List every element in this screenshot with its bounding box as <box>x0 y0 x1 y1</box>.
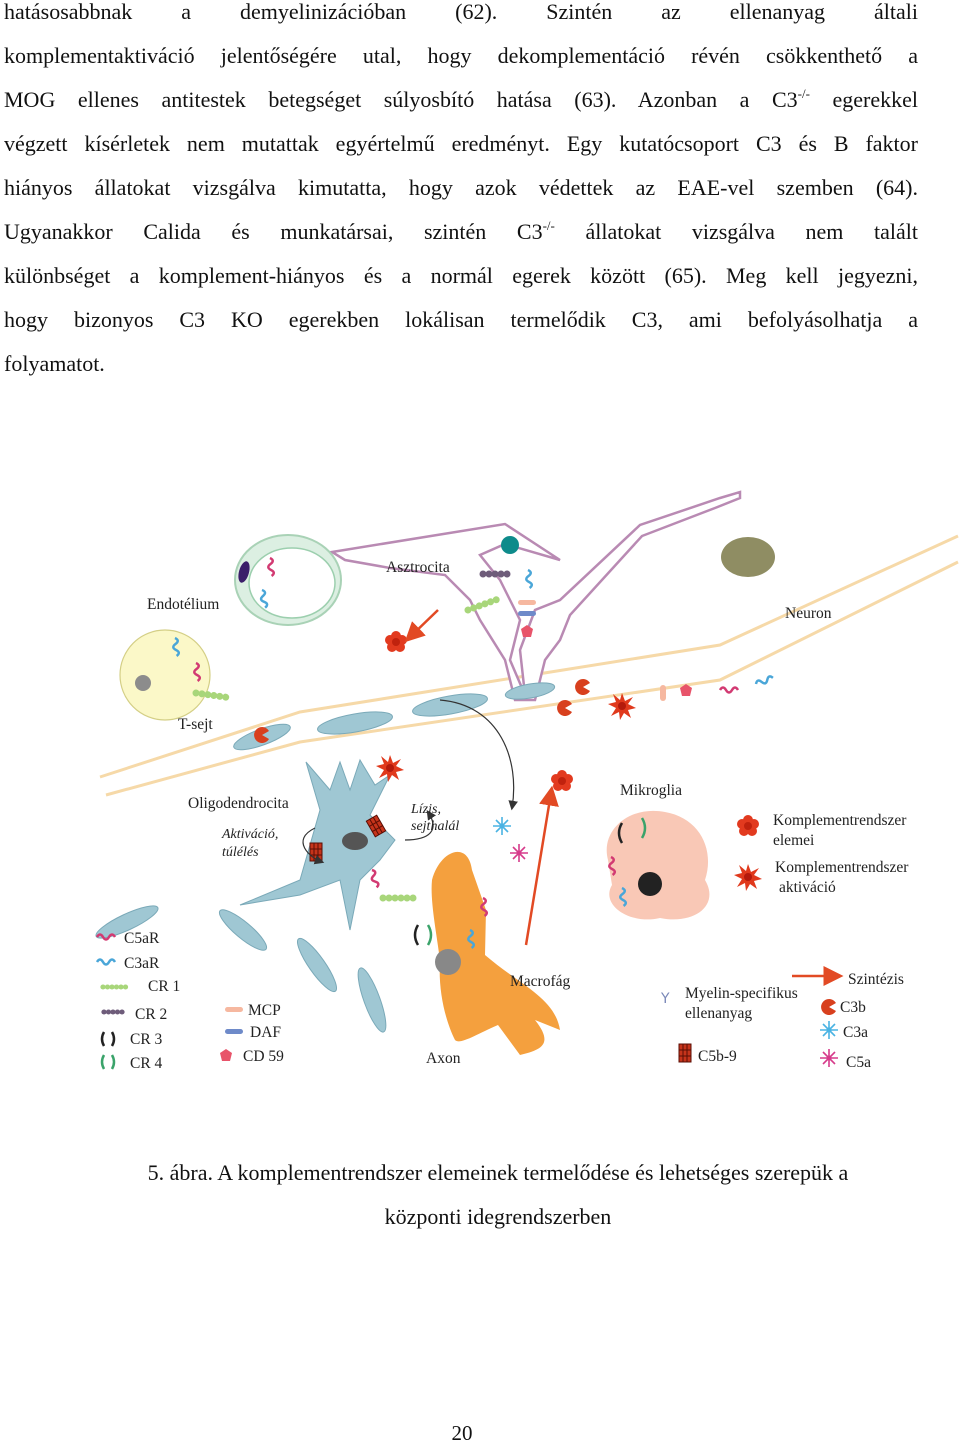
label-makrofag: Macrofág <box>510 973 570 990</box>
figure-caption-line-2: központi idegrendszerben <box>384 1204 612 1229</box>
text-line-8: hogy bizonyos C3 KO egerekben lokálisan … <box>4 307 918 332</box>
legend-c5b9: C5b-9 <box>698 1048 737 1065</box>
legend-mcp: MCP <box>248 1002 281 1019</box>
label-lizis: Lízis, <box>410 802 441 817</box>
text-line-6: Ugyanakkor Calida és munkatársai, szinté… <box>4 218 918 244</box>
legend-cr2: CR 2 <box>135 1006 167 1023</box>
legend-antibody: Y Myelin-specifikus ellenanyag C5b-9 <box>660 985 798 1065</box>
legend-c5a: C5a <box>846 1054 871 1071</box>
superscript: -/- <box>797 86 810 101</box>
legend-products: Szintézis C3b C3a C5a <box>792 966 904 1071</box>
diagram-arrows <box>302 609 559 946</box>
label-sejthalal: sejthalál <box>411 819 459 834</box>
superscript: -/- <box>542 218 555 233</box>
legend-szintezis: Szintézis <box>848 971 904 988</box>
legend-antibody-1: Myelin-specifikus <box>685 985 798 1002</box>
label-oligodendrocita: Oligodendrocita <box>188 795 289 812</box>
text-line-6a: Ugyanakkor Calida és munkatársai, szinté… <box>4 219 543 244</box>
legend-aktivacio-2: aktiváció <box>779 879 836 896</box>
text-line-6b: állatokat vizsgálva nem talált <box>554 219 918 244</box>
text-line-2: komplementaktiváció jelentőségére utal, … <box>4 43 918 68</box>
legend-c5ar: C5aR <box>124 930 160 947</box>
legend-cr1: CR 1 <box>148 978 180 995</box>
legend-aktivacio-1: Komplementrendszer <box>775 859 909 876</box>
legend-daf: DAF <box>250 1024 281 1041</box>
text-line-9: folyamatot. <box>4 351 105 376</box>
legend-antibody-2: ellenanyag <box>685 1005 752 1022</box>
legend-c3a: C3a <box>843 1024 868 1041</box>
legend-cr3: CR 3 <box>130 1031 163 1048</box>
legend-c3ar: C3aR <box>124 955 160 972</box>
label-t-sejt: T-sejt <box>178 716 213 733</box>
microglia <box>606 810 710 920</box>
legend-cd59: CD 59 <box>243 1048 284 1065</box>
legend-complement: Komplementrendszer elemei Komplementrend… <box>773 812 909 896</box>
endothelium-cell <box>234 534 342 626</box>
legend-receptors: C5aR C3aR CR 1 CR 2 CR 3 CR 4 <box>95 930 180 1072</box>
text-line-3: MOG ellenes antitestek betegséget súlyos… <box>4 86 918 112</box>
figure-caption-line-1: 5. ábra. A komplementrendszer elemeinek … <box>147 1160 849 1185</box>
text-line-4: végzett kísérletek nem mutattak egyértel… <box>4 131 918 156</box>
text-line-7: különbséget a komplement-hiányos és a no… <box>4 263 918 288</box>
legend-regulators: MCP DAF CD 59 <box>220 1002 284 1065</box>
legend-cr4: CR 4 <box>130 1055 163 1072</box>
legend-elemei-1: Komplementrendszer <box>773 812 907 829</box>
complement-symbols <box>254 556 776 946</box>
text-line-1: hatásosabbnak a demyelinizációban (62). … <box>4 0 918 24</box>
label-axon: Axon <box>426 1050 461 1067</box>
label-mikroglia: Mikroglia <box>620 782 682 799</box>
label-asztrocita: Asztrocita <box>386 559 450 576</box>
neuron-body <box>721 537 775 577</box>
text-line-5: hiányos állatokat vizsgálva kimutatta, h… <box>4 175 918 200</box>
page-number: 20 <box>451 1421 473 1445</box>
label-aktivacio: Aktiváció, <box>221 827 278 842</box>
label-neuron: Neuron <box>785 605 832 622</box>
label-endotelium: Endotélium <box>147 596 219 613</box>
label-tuleles: túlélés <box>222 845 259 860</box>
legend-elemei-2: elemei <box>773 832 815 849</box>
t-cell <box>119 629 230 721</box>
legend-c3b: C3b <box>840 999 866 1016</box>
text-line-3b: egerekkel <box>809 87 918 112</box>
svg-text:Y: Y <box>660 991 670 1007</box>
complement-cns-diagram: Asztrocita Endotélium Neuron T-sejt Olig… <box>95 490 959 1072</box>
diagram-labels: Asztrocita Endotélium Neuron T-sejt Olig… <box>147 559 832 1067</box>
text-line-3a: MOG ellenes antitestek betegséget súlyos… <box>4 87 798 112</box>
astrocyte <box>328 490 742 702</box>
axon <box>431 851 560 1055</box>
oligodendrocyte <box>239 758 417 931</box>
